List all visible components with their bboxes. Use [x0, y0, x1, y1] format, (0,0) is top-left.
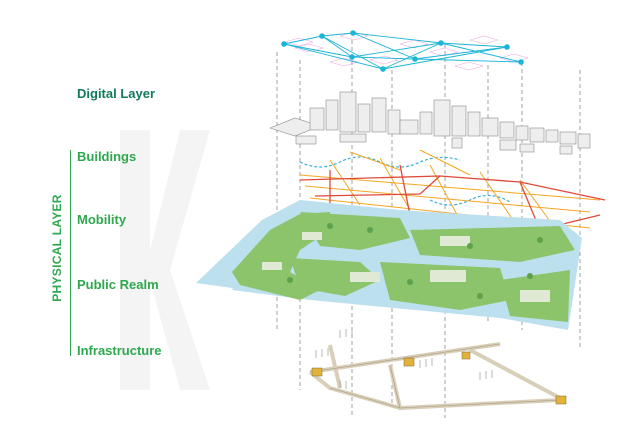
- public-realm-label: Public Realm: [77, 277, 159, 292]
- buildings-label: Buildings: [77, 149, 137, 164]
- physical-layer-bracket: [70, 150, 71, 356]
- digital-network: [281, 30, 529, 72]
- mobility-label: Mobility: [77, 212, 127, 227]
- buildings-layer: [269, 91, 591, 155]
- infrastructure-label: Infrastructure: [77, 343, 162, 358]
- infrastructure-layer: [308, 328, 567, 411]
- digital-layer-label: Digital Layer: [77, 86, 156, 101]
- public-realm-layer: [196, 200, 582, 330]
- watermark-shape: [120, 130, 210, 390]
